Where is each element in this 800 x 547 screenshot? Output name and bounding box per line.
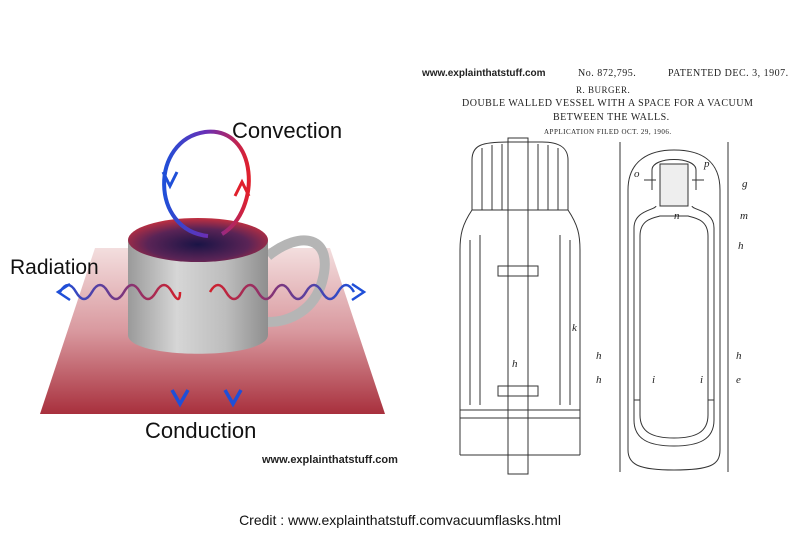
heat-transfer-diagram: Convection Radiation Conduction www.expl… (0, 60, 420, 480)
ref-h-exterior: h (512, 358, 518, 370)
conduction-arrowhead-1 (170, 389, 190, 408)
ref-h-left-low: h (596, 374, 602, 386)
radiation-label: Radiation (10, 256, 99, 279)
patent-title-line1: DOUBLE WALLED VESSEL WITH A SPACE FOR A … (462, 98, 754, 109)
ref-h-left-mid: h (596, 350, 602, 362)
conduction-arrowhead-2 (223, 389, 243, 408)
patent-number: No. 872,795. (578, 68, 637, 79)
ref-h-right-top: h (738, 240, 744, 252)
ref-m: m (740, 210, 748, 222)
ref-i-left: i (652, 374, 656, 386)
cup-liquid (128, 218, 268, 262)
ref-o: o (634, 168, 640, 180)
ref-g: g (742, 178, 748, 190)
convection-arrow-down (161, 171, 179, 190)
ref-h-right-mid: h (736, 350, 742, 362)
ref-p: p (704, 158, 710, 170)
convection-loop (162, 129, 251, 238)
patent-title-line2: BETWEEN THE WALLS. (553, 112, 670, 123)
radiation-wave-left (58, 283, 182, 301)
flask-exterior-view (459, 137, 581, 475)
patent-filed-date: APPLICATION FILED OCT. 29, 1906. (544, 128, 672, 136)
radiation-arrow-right (351, 282, 367, 302)
radiation-wave-right (208, 283, 356, 301)
patent-drawing: www.explainthatstuff.com No. 872,795. PA… (420, 60, 800, 480)
ref-n: n (674, 210, 680, 222)
watermark-left: www.explainthatstuff.com (262, 454, 398, 466)
cup-handle (264, 235, 330, 327)
convection-label: Convection (232, 118, 343, 143)
conduction-label: Conduction (145, 418, 257, 443)
ref-k: k (572, 322, 577, 334)
watermark-right: www.explainthatstuff.com (422, 68, 546, 79)
flask-cross-section (619, 142, 729, 472)
patent-date: PATENTED DEC. 3, 1907. (668, 68, 789, 79)
ref-i-right: i (700, 374, 704, 386)
patent-inventor: R. BURGER. (576, 85, 631, 95)
flask-line-drawing (459, 137, 729, 475)
radiation-arrow-left (55, 282, 71, 302)
image-credit: Credit : www.explainthatstuff.comvacuumf… (239, 512, 561, 528)
convection-arrow-up (233, 178, 251, 197)
ref-e: e (736, 374, 741, 386)
heat-transfer-illustration (40, 129, 385, 414)
